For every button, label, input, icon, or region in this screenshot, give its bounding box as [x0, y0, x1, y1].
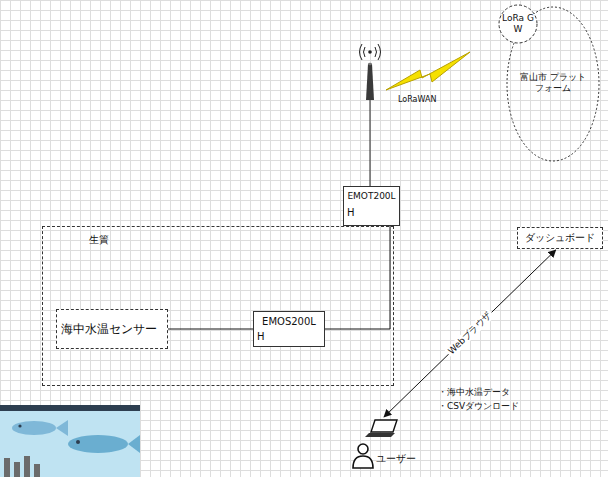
node-text: 海中水温センサー: [61, 322, 157, 336]
node-text: LoRa GW: [502, 13, 534, 35]
user-node: ユーザー: [345, 418, 425, 472]
antenna-symbol: [360, 44, 381, 186]
node-text: 富山市 プラットフォーム: [516, 72, 590, 94]
node-text: H: [347, 207, 355, 219]
cage-region: 生簀海中水温センサー EMOS200L H: [42, 226, 394, 386]
node-text: 生簀: [89, 234, 109, 246]
lightning-bolt: [386, 52, 470, 90]
annotation-label: LoRaWAN: [398, 95, 436, 105]
dashboard-box: ダッシュボード: [517, 227, 603, 249]
node-text: EMOS200L: [262, 316, 316, 328]
sensor-box: 海中水温センサー: [56, 309, 168, 349]
node-text: EMOT200L: [347, 191, 395, 202]
fish-illustration: [0, 405, 140, 477]
connector: [168, 329, 253, 330]
edge-label: Webブラウザ: [445, 309, 495, 358]
annotation-label: ・海中水温データ: [438, 387, 510, 398]
node-text: ダッシュボード: [525, 232, 595, 244]
device-box: EMOS200L H: [253, 311, 325, 347]
gateway-circle: LoRa GW: [498, 4, 538, 44]
node-text: H: [257, 331, 265, 343]
connector: [384, 250, 556, 417]
annotation-label: ・CSVダウンロード: [438, 401, 519, 412]
connector: [325, 226, 390, 329]
node-text: ユーザー: [376, 453, 416, 465]
device-box: EMOT200L H: [343, 186, 400, 226]
